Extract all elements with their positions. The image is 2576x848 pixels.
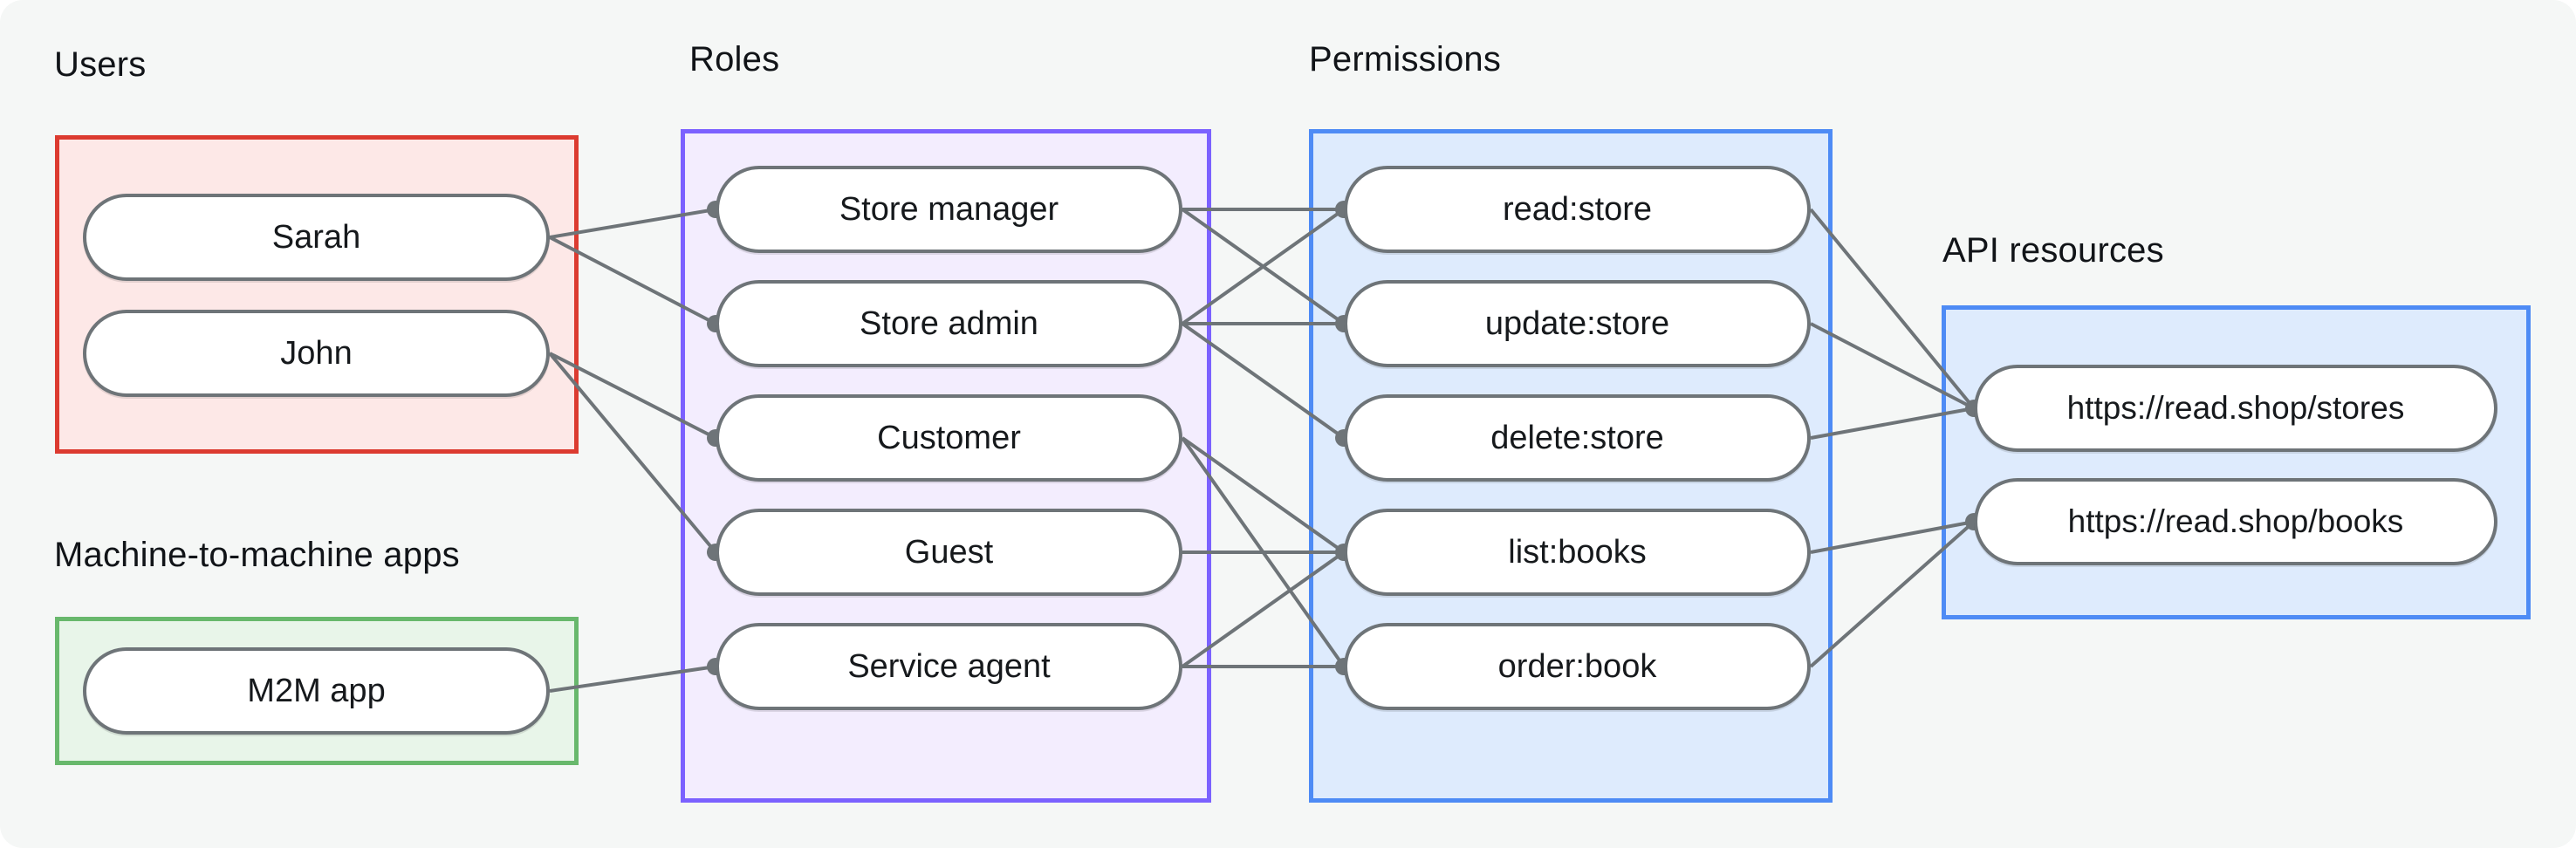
node-guest[interactable]: Guest (716, 509, 1182, 596)
node-store-admin[interactable]: Store admin (716, 280, 1182, 367)
group-label-m2m: Machine-to-machine apps (54, 536, 460, 574)
node-read-store[interactable]: read:store (1344, 166, 1811, 253)
node-order-book[interactable]: order:book (1344, 623, 1811, 710)
node-m2m-app[interactable]: M2M app (83, 647, 550, 735)
group-label-permissions: Permissions (1309, 40, 1502, 79)
node-res-books[interactable]: https://read.shop/books (1974, 478, 2497, 565)
node-update-store[interactable]: update:store (1344, 280, 1811, 367)
group-label-users: Users (54, 45, 147, 84)
node-list-books[interactable]: list:books (1344, 509, 1811, 596)
node-service-agent[interactable]: Service agent (716, 623, 1182, 710)
node-customer[interactable]: Customer (716, 394, 1182, 482)
group-label-api-resources: API resources (1942, 231, 2164, 270)
group-box-api-resources (1942, 305, 2531, 619)
node-sarah[interactable]: Sarah (83, 194, 550, 281)
node-john[interactable]: John (83, 310, 550, 397)
node-res-stores[interactable]: https://read.shop/stores (1974, 365, 2497, 452)
node-store-manager[interactable]: Store manager (716, 166, 1182, 253)
group-box-users (55, 135, 579, 454)
group-label-roles: Roles (689, 40, 780, 79)
node-delete-store[interactable]: delete:store (1344, 394, 1811, 482)
